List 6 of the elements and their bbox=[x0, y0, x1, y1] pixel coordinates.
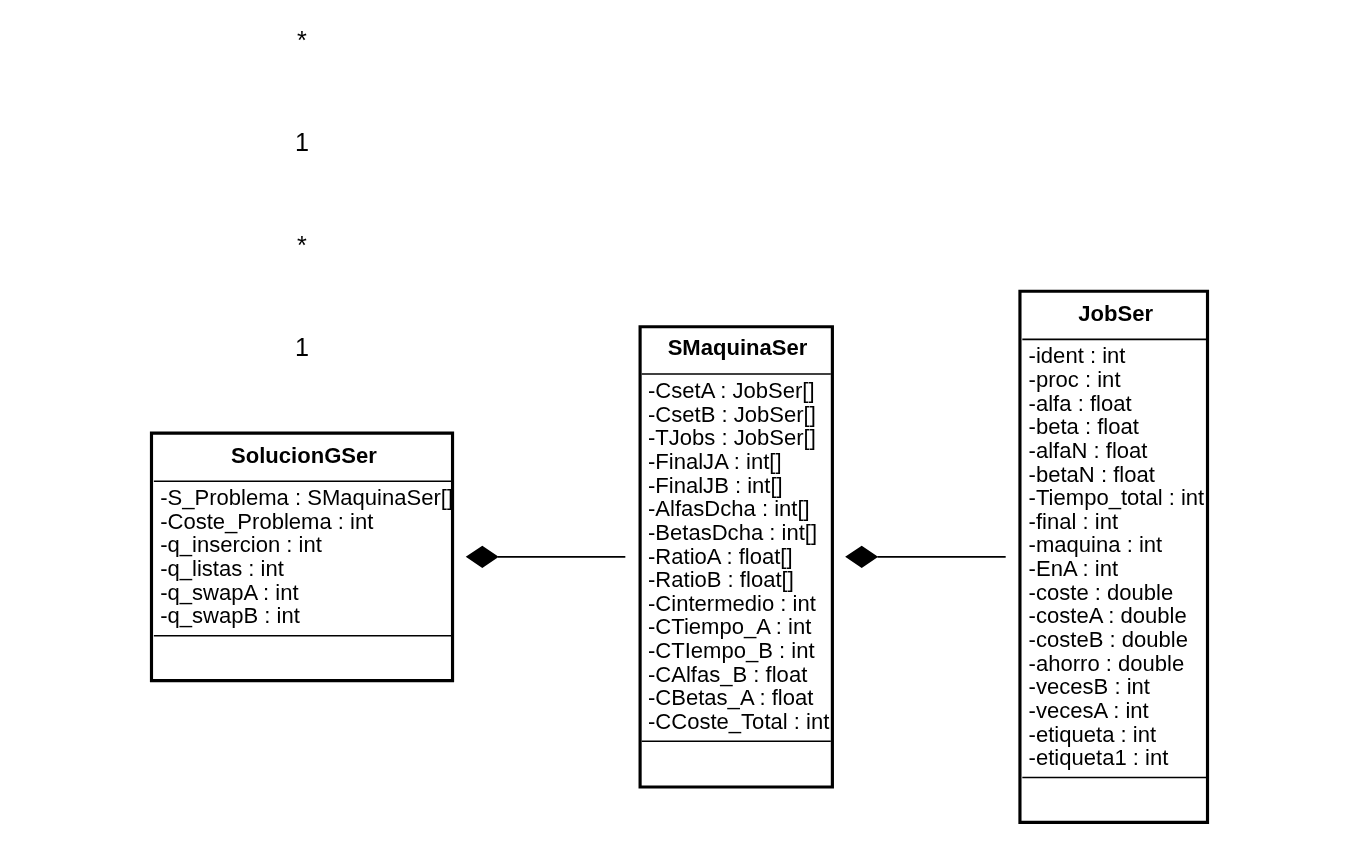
label: 1 bbox=[295, 128, 310, 157]
connector bbox=[465, 545, 627, 568]
connector bbox=[845, 545, 1007, 568]
label: * bbox=[297, 230, 307, 259]
label: 1 bbox=[295, 333, 310, 362]
label: * bbox=[297, 26, 307, 55]
